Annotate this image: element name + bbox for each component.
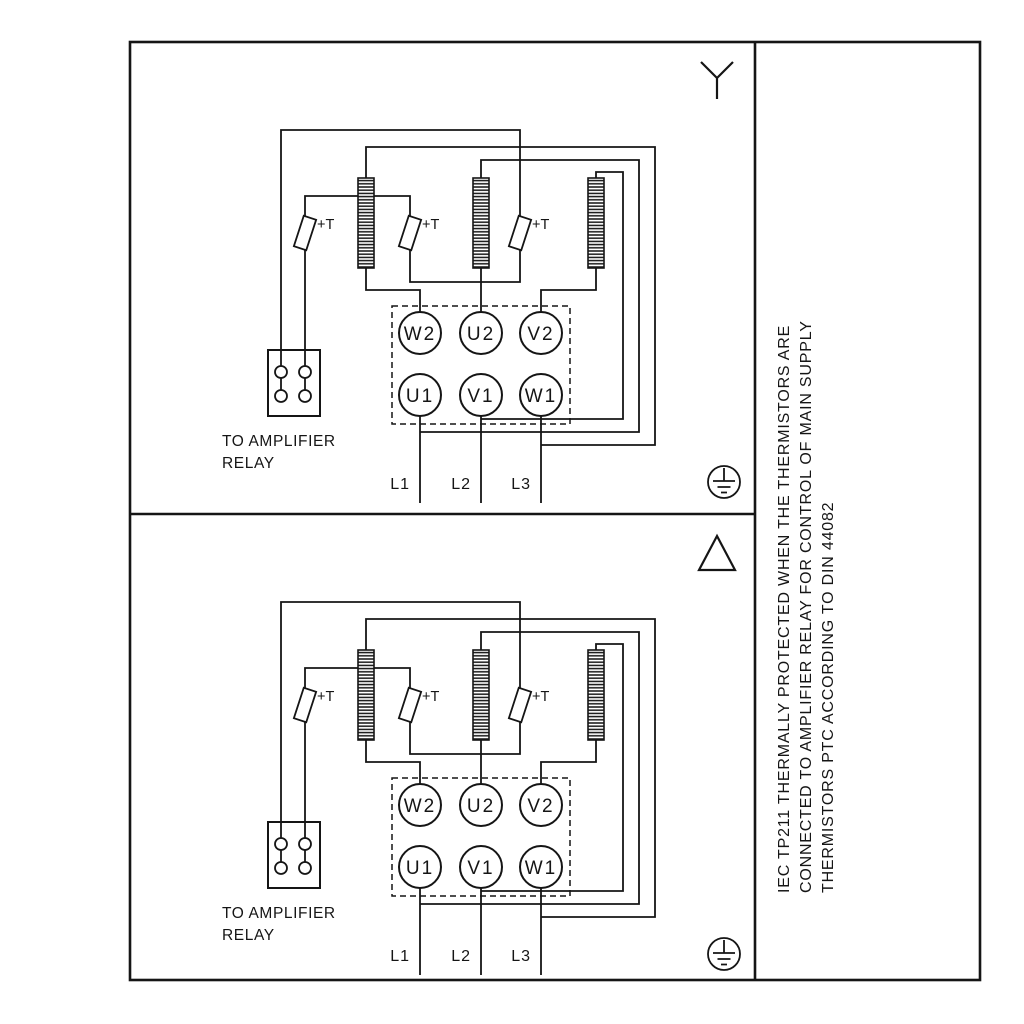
- thermistor-label: +T: [317, 217, 334, 233]
- terminal-v1-label: V1: [467, 386, 494, 407]
- panel-delta: +T +T +T W2 U2 V2 U1 V1 W1 TO AMPLIFIER …: [222, 533, 741, 976]
- terminal-u2-label: U2: [467, 324, 495, 345]
- thermistor-label: +T: [532, 689, 549, 705]
- thermistor-label: +T: [532, 217, 549, 233]
- relay-caption-line-2: RELAY: [222, 455, 275, 472]
- terminal-v1-label: V1: [467, 858, 494, 879]
- side-note-line-2: CONNECTED TO AMPLIFIER RELAY FOR CONTROL…: [798, 320, 815, 893]
- relay-caption-line-1: TO AMPLIFIER: [222, 905, 336, 922]
- side-note: IEC TP211 THERMALLY PROTECTED WHEN THE T…: [776, 320, 837, 893]
- terminal-w1-label: W1: [525, 858, 558, 879]
- terminal-w1-label: W1: [525, 386, 558, 407]
- terminal-w2-label: W2: [404, 324, 437, 345]
- delta-symbol-icon: [697, 533, 737, 572]
- side-note-line-3: THERMISTORS PTC ACCORDING TO DIN 44082: [820, 502, 837, 893]
- panel-star: +T +T +T W2 U2 V2 U1 V1 W1 TO AMPLIFIER …: [222, 61, 741, 504]
- supply-label-l2: L2: [451, 476, 471, 493]
- star-symbol-icon: [700, 61, 734, 99]
- terminal-v2-label: V2: [527, 796, 554, 817]
- side-note-line-1: IEC TP211 THERMALLY PROTECTED WHEN THE T…: [776, 325, 793, 893]
- supply-label-l1: L1: [390, 476, 410, 493]
- terminal-w2-label: W2: [404, 796, 437, 817]
- outer-frame: [128, 40, 982, 982]
- relay-caption-line-2: RELAY: [222, 927, 275, 944]
- terminal-u2-label: U2: [467, 796, 495, 817]
- relay-caption-line-1: TO AMPLIFIER: [222, 433, 336, 450]
- thermistor-label: +T: [317, 689, 334, 705]
- thermistor-label: +T: [422, 217, 439, 233]
- supply-label-l2: L2: [451, 948, 471, 965]
- supply-label-l3: L3: [511, 476, 531, 493]
- thermistor-label: +T: [422, 689, 439, 705]
- terminal-u1-label: U1: [406, 386, 434, 407]
- terminal-v2-label: V2: [527, 324, 554, 345]
- terminal-u1-label: U1: [406, 858, 434, 879]
- supply-label-l1: L1: [390, 948, 410, 965]
- supply-label-l3: L3: [511, 948, 531, 965]
